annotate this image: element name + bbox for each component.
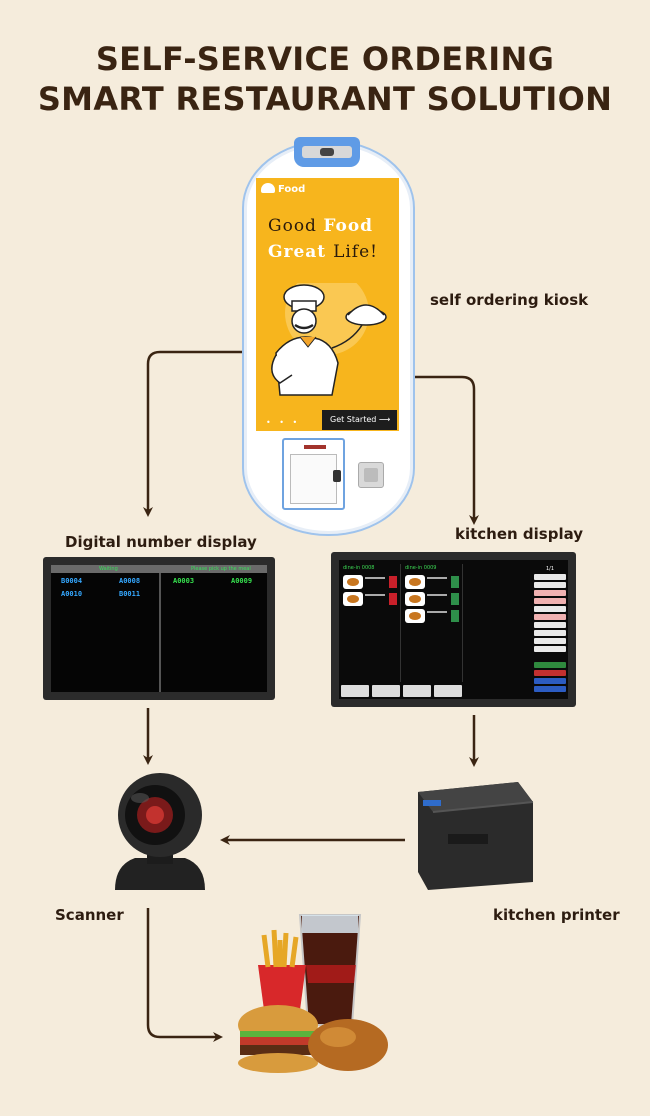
- arrow-kiosk-to-kitchen-display: [415, 375, 479, 525]
- order-header: dine-in 0008: [343, 565, 375, 571]
- kitchen-bottom-bar: [341, 685, 462, 697]
- get-started-button[interactable]: Get Started ⟶: [322, 410, 397, 430]
- display-header-bar: [51, 565, 267, 573]
- kiosk-tagline-1: Good Food: [268, 216, 373, 236]
- label-scanner: Scanner: [55, 906, 124, 924]
- label-kitchen-display: kitchen display: [455, 525, 584, 543]
- kiosk-tagline-2: Great Life!: [268, 242, 378, 262]
- barcode-scanner-icon: [115, 773, 205, 890]
- waiting-order-code: B0004: [61, 577, 83, 585]
- order-header: dine-in 0009: [405, 565, 437, 571]
- label-number-display: Digital number display: [65, 533, 257, 551]
- waiting-order-code: A0008: [119, 577, 141, 585]
- receipt-printer-slot: [282, 438, 345, 510]
- card-reader-icon: [358, 462, 384, 488]
- tagline-highlight: Food: [323, 216, 374, 236]
- label-kiosk: self ordering kiosk: [430, 291, 589, 309]
- order-item: [405, 592, 460, 606]
- tagline-highlight: Great: [268, 242, 334, 262]
- order-item: [405, 609, 460, 623]
- order-item: [405, 575, 460, 589]
- order-column: dine-in 0008: [341, 564, 401, 682]
- waiting-header: Waiting: [99, 566, 118, 572]
- digital-number-display: Waiting Please pick up the meal B0004 A0…: [43, 557, 275, 700]
- carousel-dots: • • •: [266, 418, 301, 427]
- kitchen-display: dine-in 0008 dine-in 0009 1/1: [331, 552, 576, 707]
- waiting-order-code: B0011: [119, 590, 141, 598]
- waiting-order-code: A0010: [61, 590, 83, 598]
- order-column: dine-in 0009: [403, 564, 463, 682]
- kiosk-camera-icon: [294, 137, 360, 167]
- title-line-1: SELF-SERVICE ORDERING: [95, 40, 555, 78]
- burger-logo-icon: [261, 183, 275, 193]
- arrow-kiosk-to-number-display: [143, 350, 242, 517]
- chef-illustration-icon: [271, 283, 387, 396]
- page-count: 1/1: [545, 566, 555, 572]
- label-printer: kitchen printer: [493, 906, 620, 924]
- tagline-word: Life!: [333, 242, 378, 262]
- fast-food-meal-icon: [238, 914, 388, 1073]
- ready-order-code: A0003: [173, 577, 195, 585]
- kitchen-printer-icon: [418, 782, 534, 890]
- order-item: [343, 592, 398, 606]
- kiosk-screen: Food Good Food Great Life! • • • Get Sta…: [256, 178, 399, 431]
- kitchen-side-menu: 1/1: [534, 566, 566, 694]
- ready-order-code: A0009: [231, 577, 253, 585]
- kiosk-brand: Food: [278, 184, 306, 195]
- display-divider: [159, 573, 161, 692]
- title-line-2: SMART RESTAURANT SOLUTION: [37, 80, 613, 118]
- arrow-scanner-to-food: [146, 908, 223, 1042]
- pickup-header: Please pick up the meal: [191, 566, 251, 572]
- order-item: [343, 575, 398, 589]
- tagline-word: Good: [268, 216, 324, 236]
